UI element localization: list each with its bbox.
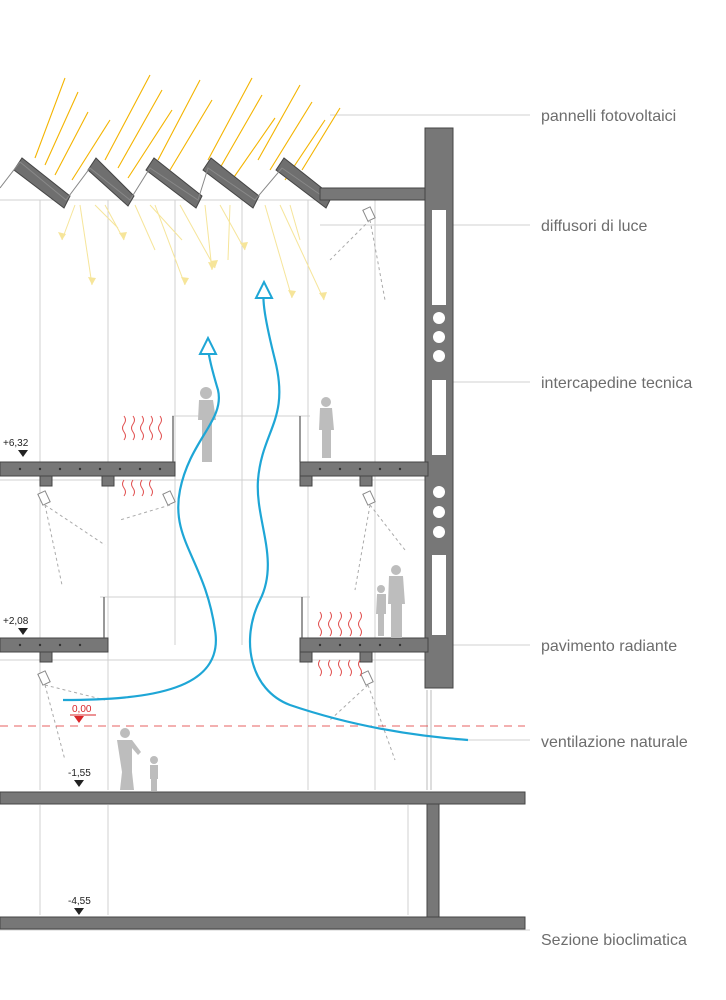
light-diffusers	[37, 206, 376, 686]
diffuse-ray-heads	[58, 232, 327, 300]
floor-slab-208	[0, 637, 429, 663]
label-natural-ventilation: ventilazione naturale	[541, 734, 688, 751]
svg-text:-1,55: -1,55	[68, 768, 91, 779]
label-pv-panels: pannelli fotovoltaici	[541, 108, 676, 125]
level-marker-208: +2,08	[3, 616, 29, 635]
level-marker-m455: -4,55	[68, 896, 91, 915]
diffuser-beams	[44, 219, 406, 761]
roof-profile	[0, 161, 329, 201]
basement-column	[426, 803, 440, 918]
svg-text:+2,08: +2,08	[3, 616, 29, 627]
label-light-diffusers: diffusori di luce	[541, 218, 648, 235]
grid-lines	[0, 199, 425, 915]
level-marker-000: 0,00	[70, 704, 96, 723]
diffuse-rays	[61, 204, 325, 301]
railings	[103, 416, 303, 638]
level-marker-632: +6,32	[3, 438, 29, 457]
svg-text:0,00: 0,00	[72, 704, 92, 715]
diagram-title: Sezione bioclimatica	[541, 932, 687, 949]
ground-slab	[0, 791, 526, 805]
glazing-lines	[426, 690, 432, 790]
airflow-arrows	[62, 279, 469, 742]
sun-rays	[34, 74, 341, 181]
human-figures	[117, 387, 405, 791]
svg-text:-4,55: -4,55	[68, 896, 91, 907]
label-technical-interspace: intercapedine tecnica	[541, 375, 692, 392]
heat-waves	[122, 415, 362, 677]
svg-text:+6,32: +6,32	[3, 438, 29, 449]
foundation-slab	[0, 916, 526, 930]
floor-slab-632	[0, 461, 429, 487]
level-marker-m155: -1,55	[68, 768, 91, 787]
floor-slab-dots	[18, 467, 402, 647]
label-radiant-floor: pavimento radiante	[541, 638, 677, 655]
roof-slab	[319, 187, 433, 201]
interspace-wall	[424, 127, 454, 689]
